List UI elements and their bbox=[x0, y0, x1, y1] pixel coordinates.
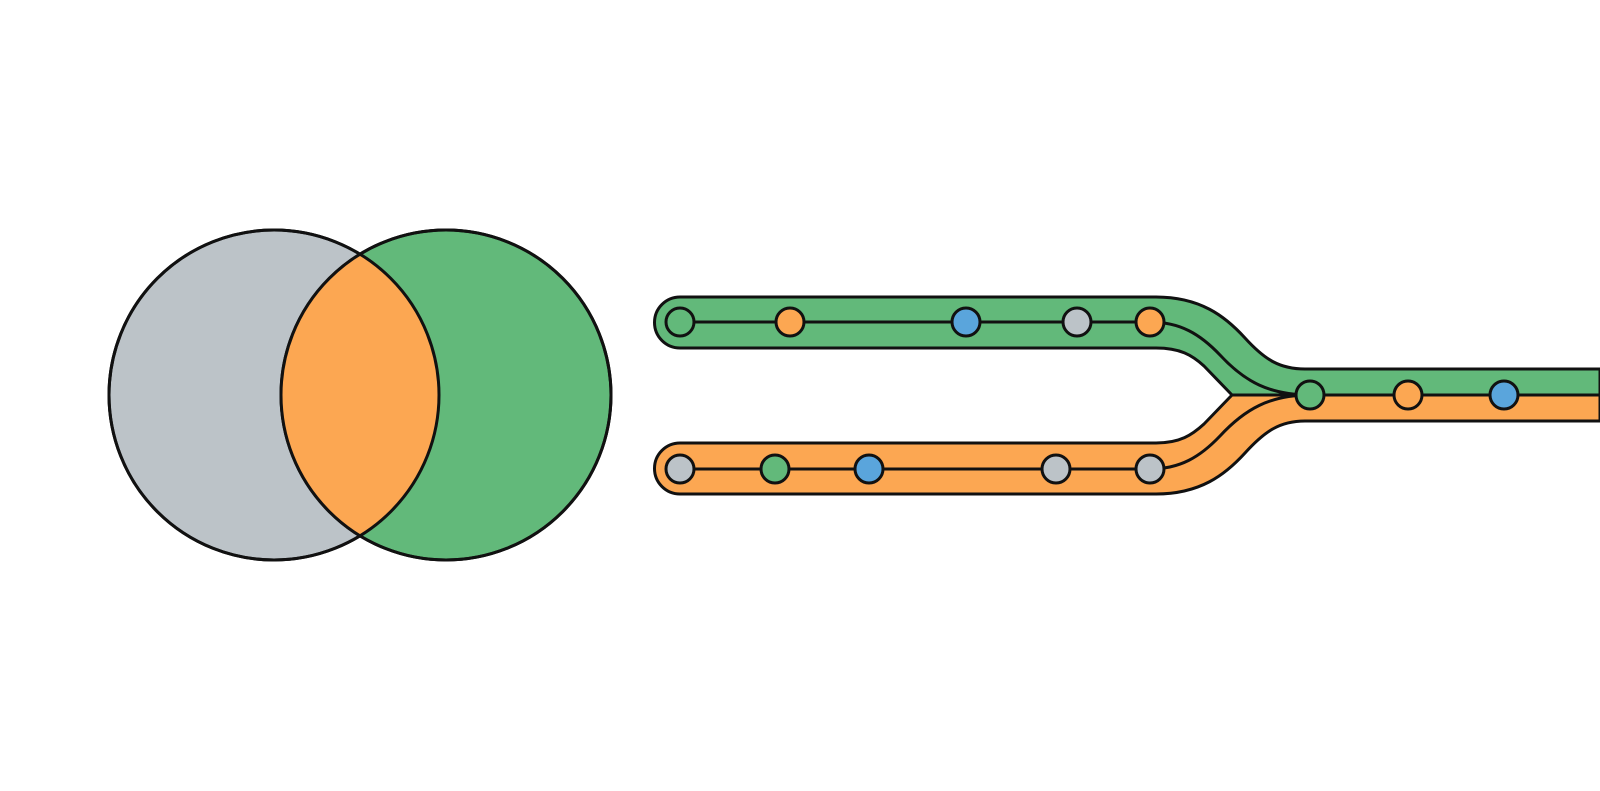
upper-branch-stations bbox=[664, 306, 1166, 338]
upper-station-5 bbox=[1134, 306, 1166, 338]
lower-branch-line bbox=[680, 393, 1311, 471]
venn-diagram bbox=[107, 228, 613, 562]
lower-branch-stations bbox=[664, 453, 1166, 485]
lower-station-2 bbox=[759, 453, 791, 485]
trunk-station-1 bbox=[1294, 379, 1326, 411]
venn-right-outline bbox=[279, 228, 613, 562]
upper-station-2 bbox=[774, 306, 806, 338]
trunk-stations bbox=[1294, 379, 1520, 411]
lower-station-4 bbox=[1040, 453, 1072, 485]
upper-station-4 bbox=[1061, 306, 1093, 338]
transit-diagram bbox=[653, 295, 1600, 496]
trunk-station-2 bbox=[1392, 379, 1424, 411]
lower-station-3 bbox=[853, 453, 885, 485]
upper-station-1 bbox=[664, 306, 696, 338]
venn-overlap-region bbox=[281, 230, 439, 560]
lower-station-1 bbox=[664, 453, 696, 485]
lower-station-5 bbox=[1134, 453, 1166, 485]
venn-left-outline bbox=[107, 228, 441, 562]
lower-branch-band bbox=[653, 393, 1600, 496]
upper-branch-line bbox=[680, 320, 1600, 397]
upper-station-3 bbox=[950, 306, 982, 338]
trunk-station-3 bbox=[1488, 379, 1520, 411]
